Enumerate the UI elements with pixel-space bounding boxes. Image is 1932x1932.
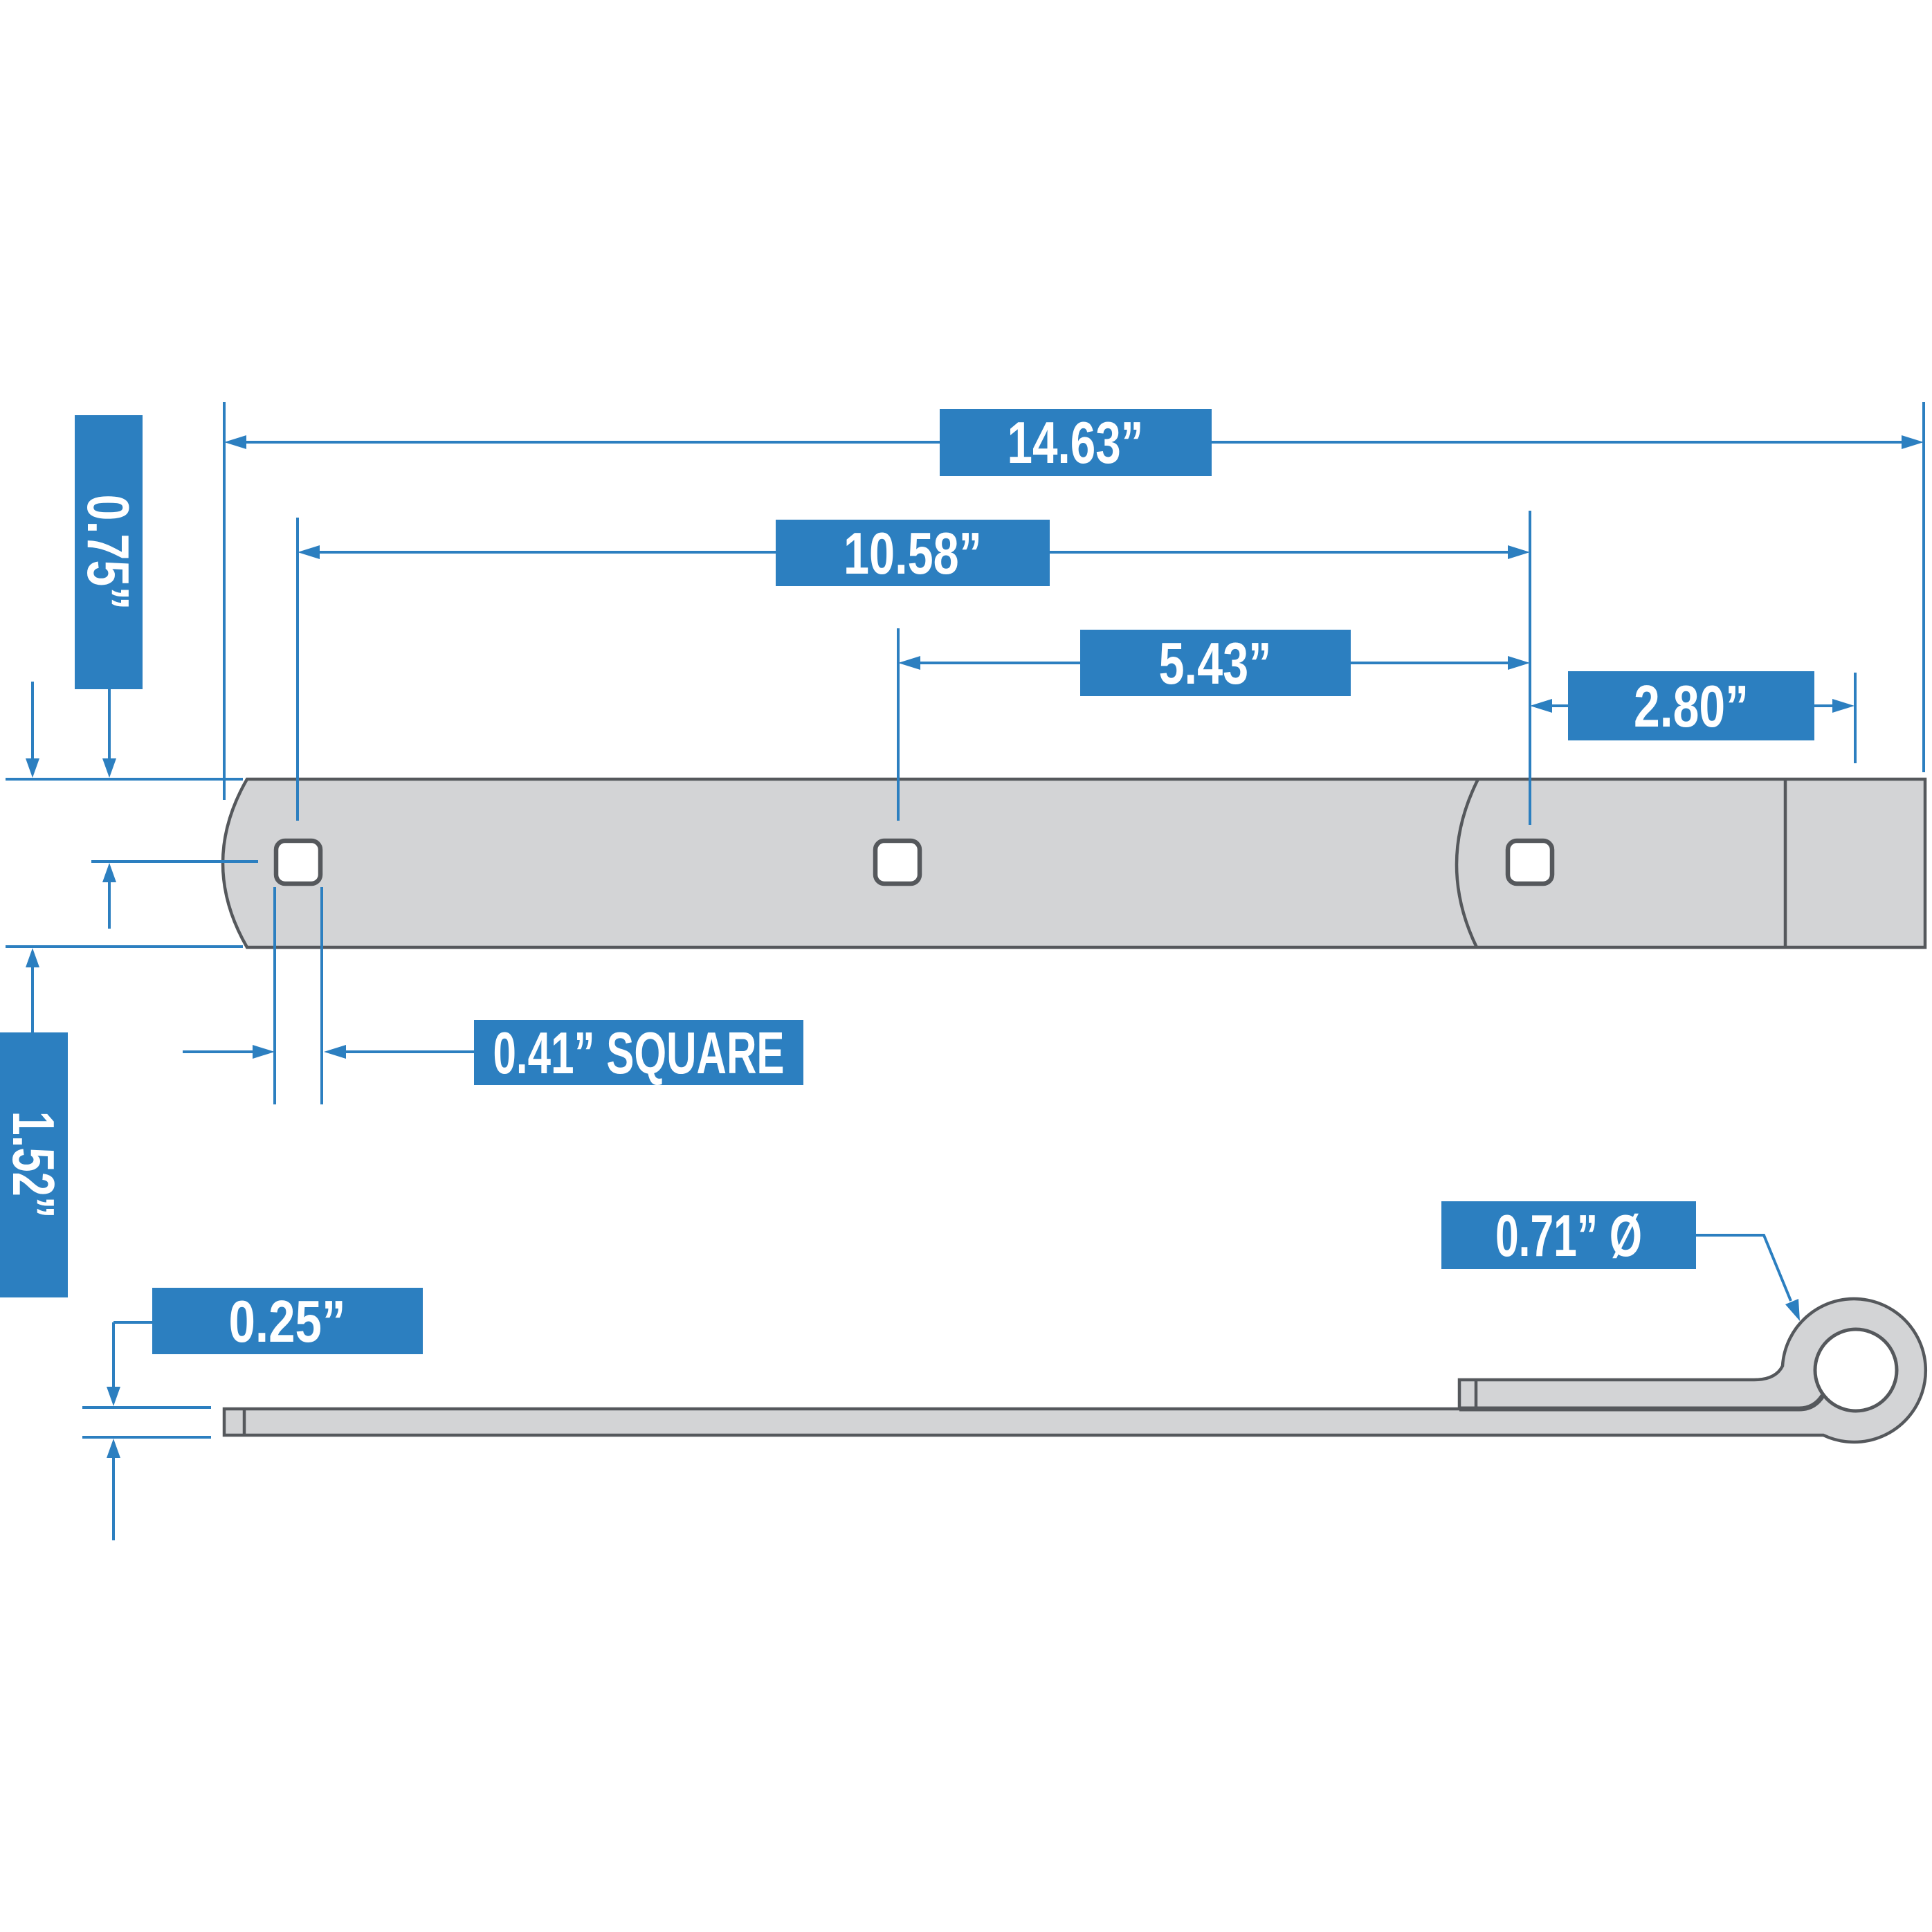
- svg-text:2.80”: 2.80”: [1634, 674, 1749, 740]
- svg-text:1.52”: 1.52”: [0, 1111, 66, 1219]
- svg-text:0.41” SQUARE: 0.41” SQUARE: [493, 1021, 785, 1086]
- svg-text:0.71” Ø: 0.71” Ø: [1495, 1203, 1642, 1269]
- svg-text:10.58”: 10.58”: [844, 521, 982, 587]
- svg-text:0.25”: 0.25”: [229, 1289, 346, 1355]
- svg-text:0.75”: 0.75”: [75, 495, 140, 610]
- svg-text:5.43”: 5.43”: [1159, 631, 1272, 697]
- svg-text:14.63”: 14.63”: [1008, 410, 1144, 476]
